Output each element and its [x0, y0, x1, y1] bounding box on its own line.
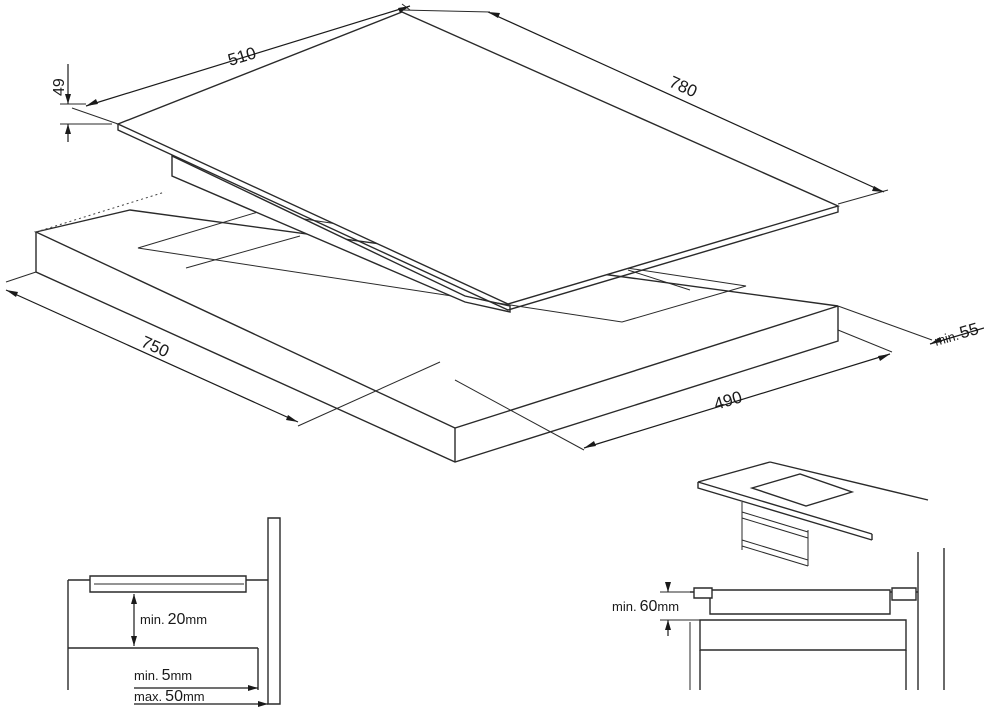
detail-left-section [67, 517, 281, 707]
dim-min-rear-label: min.55 [932, 319, 981, 350]
detail-right-labels: min.60mm [612, 598, 679, 615]
detail-right-kitchen [697, 461, 929, 567]
detail-right-gap-label: min.60mm [612, 598, 679, 615]
detail-right-section [660, 548, 945, 690]
dim-thickness-label: 49 [51, 78, 68, 96]
dim-cutout-width-label: 750 [138, 332, 172, 361]
detail-left-gap-label: min.20mm [140, 611, 207, 628]
detail-left-labels: min.20mm min.5mm max.50mm [134, 611, 207, 705]
detail-left-min-clearance-label: min.5mm [134, 667, 192, 684]
detail-left-max-clearance-label: max.50mm [134, 688, 205, 705]
dim-width-top-label: 510 [226, 43, 259, 69]
dim-depth-top-label: 780 [666, 72, 700, 101]
dimension-lines [5, 3, 984, 451]
hob-glass [116, 11, 841, 313]
dim-cutout-depth-label: 490 [712, 387, 745, 413]
